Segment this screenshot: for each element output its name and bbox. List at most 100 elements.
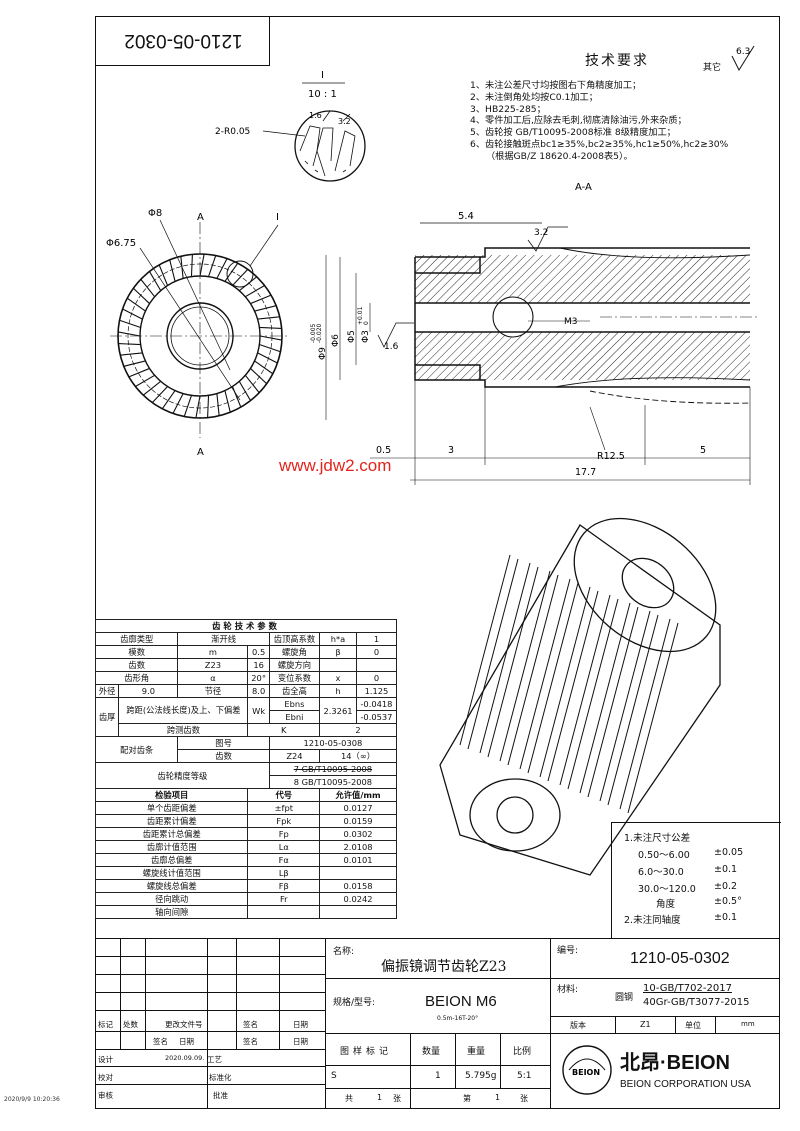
sec-m3: M3 [564,317,578,327]
tech-req-item: （根据GB/Z 18620.4-2008表5）。 [486,150,633,162]
gp-inspect-val: 0.0159 [319,814,397,828]
watermark: www.jdw2.com [279,456,392,475]
tb-design-label: 设计 [98,1055,113,1064]
gp-mate-drawing-val: 1210-05-0308 [268,736,398,750]
tb-std-label: 标准化 [209,1073,232,1082]
section-mark-bottom: A [197,447,204,458]
gp-inspect-code: Lα [247,840,321,854]
isometric-view [439,517,721,876]
gp-cell: 9.0 [118,684,179,698]
drawing-code-box: 1210-05-0302 [95,16,270,66]
tb-rev-h2: 日期 [179,1037,194,1046]
sec-dim-d6: Φ6 [331,334,341,347]
tol-range: 30.0～120.0 [638,884,696,895]
detail-label: I [321,70,324,81]
gp-cell: 1 [355,632,398,646]
tb-name-label: 名称: [333,947,355,957]
tb-qty-label: 数量 [422,1047,441,1057]
tb-sheet-unit2: 张 [520,1094,528,1103]
tb-sheet-unit: 张 [393,1094,401,1103]
tb-total-sheets: 1 [377,1093,383,1102]
sec-dim-54: 5.4 [458,211,474,222]
gp-k: K [247,723,321,737]
sec-dim-d3: Φ3 [361,330,371,343]
tb-name: 偏振镜调节齿轮Z23 [381,959,507,975]
roughness-symbol: 6.3 [731,45,755,72]
logo-text: BEION [572,1068,600,1077]
tb-rev-h: 日期 [293,1020,308,1029]
tb-sheet-label: 第 [463,1094,471,1103]
tb-rev-h2: 签名 [243,1037,258,1046]
detail-view: I 10 : 1 2-R0.05 1.6 3.2 [215,70,366,182]
tb-spec: BEION M6 [425,993,497,1010]
tech-req-item: 2、未注倒角处均按C0.1加工； [470,91,598,103]
gp-mate-teeth-label: 齿数 [177,749,270,763]
gp-cell: 变位系数 [268,671,321,685]
sec-dim-5: 5 [700,445,706,456]
gp-mate-label: 配对齿条 [94,736,179,763]
detail-scale: 10 : 1 [308,89,337,100]
tb-rev-h: 签名 [243,1020,258,1029]
tb-number-label: 编号: [557,946,579,956]
gp-inspect-h1: 检验项目 [94,788,249,802]
tb-rev-h: 更改文件号 [165,1020,203,1029]
tb-weight: 5.795g [465,1071,497,1081]
tb-material-2: 40Gr-GB/T3077-2015 [643,997,750,1008]
tb-material-1: 10-GB/T702-2017 [643,983,732,994]
tb-rev-h2: 签名 [153,1037,168,1046]
gp-inspect-code: Fpk [247,814,321,828]
front-view: A A Φ8 Φ6.75 I [106,208,290,458]
gp-cell: 20° [247,671,270,685]
tech-req-title: 技术要求 [585,53,649,69]
gp-inspect-val [319,866,397,880]
tol-val: ±0.1 [714,864,738,875]
tech-req-item: 5、齿轮按 GB/T10095-2008标准 8级精度加工； [470,127,676,139]
gp-inspect-name: 螺旋线总偏差 [94,879,249,893]
tol-val: ±0.05 [714,847,744,858]
gp-inspect-val: 0.0158 [319,879,397,893]
section-view: A-A 5.4 3.2 M3 Φ9 -0.005 -0.020 Φ6 Φ5 Φ3… [310,182,760,485]
gp-thickness-label: 齿厚 [94,697,120,737]
tb-unit-label: 单位 [685,1021,701,1030]
gp-inspect-name: 轴向间隙 [94,905,249,919]
drawing-frame [95,16,780,1109]
sec-dim-total: 17.7 [575,467,596,478]
sec-dim-d3-tol-u: +0.01 [357,306,364,325]
gp-cell: 齿全高 [268,684,321,698]
gp-inspect-code [247,905,321,919]
gp-ebns: Ebns [268,697,321,711]
gp-cell: 齿数 [94,658,179,672]
tol-range: 6.0～30.0 [638,867,684,878]
tol-coax: 2.未注同轴度 [624,915,681,926]
gp-cell: Z23 [177,658,249,672]
gp-inspect-val: 0.0127 [319,801,397,815]
gp-inspect-name: 径向跳动 [94,892,249,906]
gp-inspect-code: Fr [247,892,321,906]
sec-dim-3: 3 [448,445,454,456]
gp-inspect-code: Fα [247,853,321,867]
tb-rev-h: 处数 [123,1020,138,1029]
gp-cell: x [319,671,357,685]
tb-scale-label: 比例 [513,1047,532,1057]
gp-cell: m [177,645,249,659]
tb-rev-h2: 日期 [293,1037,308,1046]
gp-inspect-name: 齿廓计值范围 [94,840,249,854]
sec-dim-d9-tol-u: -0.005 [310,323,317,343]
detail-dim-2: 3.2 [338,117,351,126]
gp-cell: α [177,671,249,685]
sec-dim-d5: Φ5 [347,330,357,343]
gp-inspect-code: Fp [247,827,321,841]
gp-inspect-val [319,905,397,919]
tb-brand: 北昂·BEION [620,1052,730,1074]
gp-mate-z: Z24 [268,749,321,763]
gp-grade-old: 7 GB/T10095-2008 [268,762,398,776]
tb-rev-h: 标记 [98,1020,113,1029]
front-dim-675: Φ6.75 [106,238,136,249]
tech-req-item: 6、齿轮接触斑点bc1≥35%,bc2≥35%,hc1≥50%,hc2≥30% [470,138,729,150]
gp-inspect-val: 0.0242 [319,892,397,906]
tb-total-label: 共 [345,1094,353,1103]
gp-inspect-code: Lβ [247,866,321,880]
tb-stage: S [331,1071,337,1081]
tb-check-label: 校对 [98,1073,113,1082]
gp-cell: 螺旋方向 [268,658,321,672]
